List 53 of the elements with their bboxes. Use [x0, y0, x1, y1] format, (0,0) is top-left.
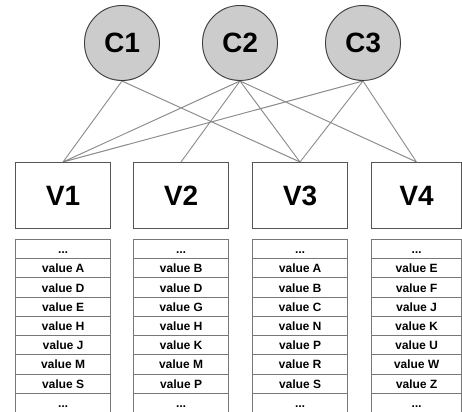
value-cell: value F — [372, 278, 461, 298]
variable-box: V3 — [252, 162, 348, 229]
value-cell: value P — [134, 374, 228, 394]
value-cell: value J — [16, 336, 110, 356]
connector-line — [62, 80, 364, 162]
value-cell: value B — [253, 278, 347, 298]
value-cell: value K — [134, 336, 228, 356]
connector-line — [362, 80, 417, 162]
value-cell: value H — [16, 316, 110, 336]
value-cell-text: ... — [410, 394, 422, 412]
value-cell: value K — [372, 316, 461, 336]
value-cell-text: ... — [174, 394, 187, 412]
connector-line — [180, 80, 240, 162]
value-cell: value E — [16, 298, 110, 317]
value-cell: value P — [253, 336, 347, 356]
variable-box: V1 — [15, 162, 111, 229]
connector-line — [240, 80, 417, 162]
value-cell: value N — [253, 316, 347, 336]
value-cell: value G — [134, 298, 228, 317]
value-cell: value Z — [372, 374, 461, 394]
value-table — [15, 239, 111, 412]
value-cell-text: ... — [56, 394, 69, 412]
value-cell: value W — [372, 355, 461, 375]
value-cell: value R — [253, 355, 347, 375]
connector-line — [62, 80, 122, 162]
value-cell: value B — [134, 259, 228, 278]
value-table — [133, 239, 229, 412]
value-cell: value A — [16, 259, 110, 278]
value-cell: value D — [134, 278, 228, 298]
value-cell: ... — [253, 240, 347, 260]
variable-box: V4 — [371, 162, 462, 229]
value-cell: value M — [134, 355, 228, 375]
value-cell: ... — [372, 240, 461, 260]
value-cell: value S — [16, 374, 110, 394]
value-cell-text: ... — [294, 394, 306, 412]
value-table — [252, 239, 348, 412]
value-cell: value H — [134, 316, 228, 336]
connector-line — [122, 80, 300, 162]
value-cell: value M — [16, 355, 110, 375]
connector-line — [62, 80, 240, 162]
value-table — [371, 239, 462, 412]
value-cell: ... — [16, 240, 110, 260]
value-cell: value J — [372, 298, 461, 317]
variable-box: V2 — [133, 162, 229, 229]
value-cell: value D — [16, 278, 110, 298]
connector-line — [300, 80, 364, 162]
connector-line — [240, 80, 300, 162]
value-cell: value A — [253, 259, 347, 278]
value-cell: value S — [253, 374, 347, 394]
value-cell: value C — [253, 298, 347, 317]
value-cell: ... — [134, 240, 228, 260]
value-cell: value U — [372, 336, 461, 356]
value-cell: value E — [372, 259, 461, 278]
